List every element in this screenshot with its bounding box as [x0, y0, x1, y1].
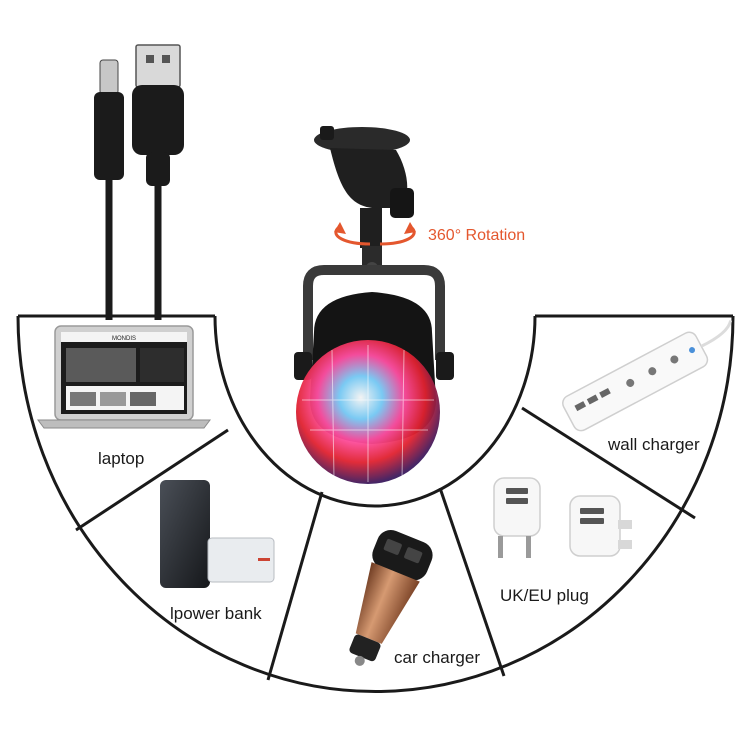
rotation-label: 360° Rotation [428, 227, 525, 244]
usb-cable [94, 44, 184, 320]
fan-divider-3 [438, 487, 506, 677]
source-label-uk-eu-plug: UK/EU plug [500, 586, 589, 605]
source-label-laptop: laptop [98, 449, 144, 468]
car-charger-icon [349, 529, 433, 666]
fan-divider-2 [266, 491, 324, 681]
source-label-power-bank: lpower bank [170, 604, 262, 623]
laptop-screen-brand: MONDIS [112, 336, 136, 342]
fan-divider-4 [521, 406, 696, 520]
fan-divider-1 [75, 428, 229, 532]
laptop-icon: MONDIS [37, 325, 211, 429]
source-label-wall-charger: wall charger [607, 435, 700, 454]
fan-inner-arc [213, 315, 537, 508]
source-label-car-charger: car charger [394, 648, 480, 667]
disco-light: 360° Rotation [294, 126, 525, 484]
plug-adapter-icon [493, 477, 632, 558]
rotation-arrows-icon [334, 222, 416, 246]
power-bank-icon [160, 480, 275, 588]
power-strip-icon [562, 320, 733, 432]
fan-diagram [16, 314, 735, 694]
fan-outer-arc [16, 314, 735, 694]
